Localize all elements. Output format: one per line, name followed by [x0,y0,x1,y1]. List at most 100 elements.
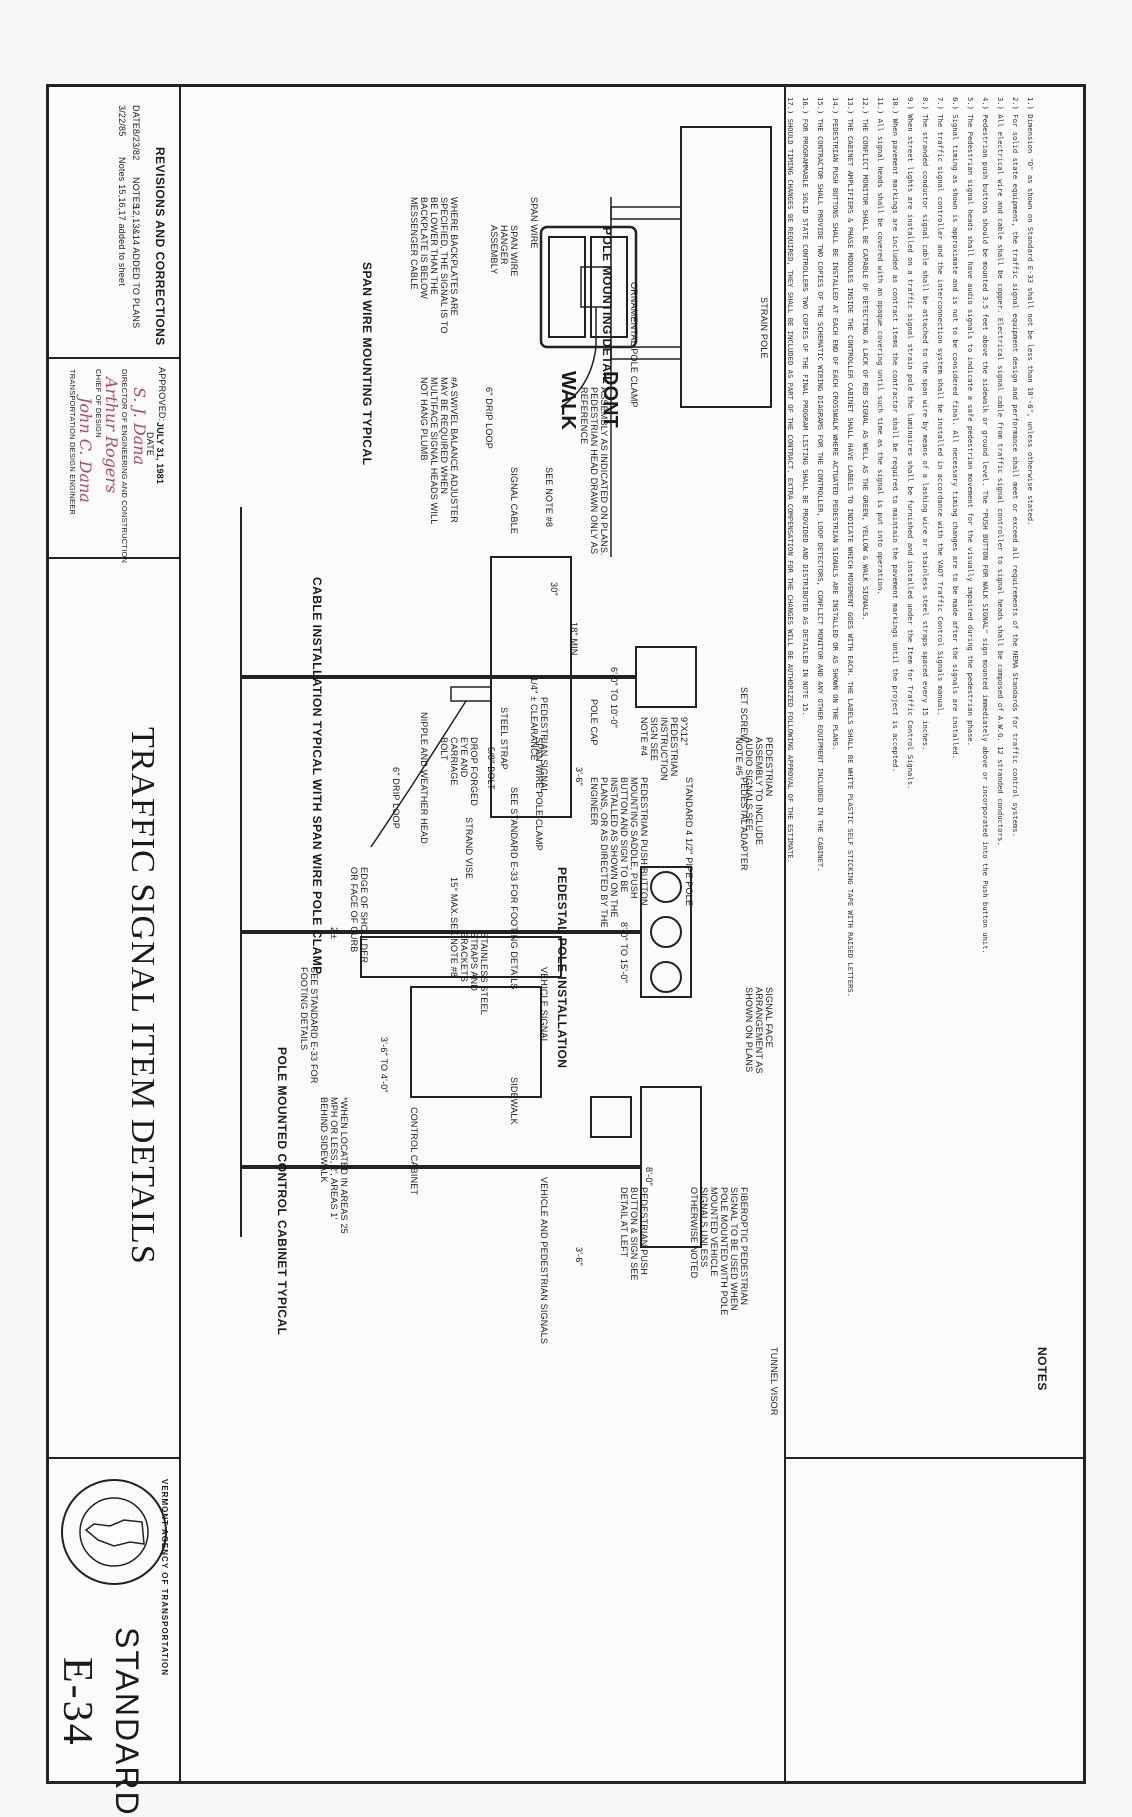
cabinet-footing-label: SEE STANDARD E-33 FOR FOOTING DETAILS [299,967,319,1084]
pole-cap-label: POLE CAP [589,699,599,746]
instr-sign-label: 9"X12" PEDESTRIAN INSTRUCTION SIGN SEE N… [639,717,689,781]
signature-2-title: CHIEF OF DESIGN [94,369,103,438]
pole-mounting-detail [539,126,772,408]
pedestal-pole-caption: PEDESTAL POLE INSTALLATION [555,867,569,1069]
drawing-area [240,126,772,1248]
drop-forged-label: DROP FORGED EYE AND CARRIAGE BOLT [439,737,479,807]
signature-3-title: TRANSPORTATION DESIGN ENGINEER [68,369,77,516]
strain-pole-label: STRAIN POLE [759,297,769,359]
strand-line [370,700,467,848]
push-detail-label: PEDESTRIAN PUSH BUTTON & SIGN SEE DETAIL… [619,1187,649,1281]
sidewalk-label: SIDEWALK [509,1077,519,1125]
approved-label: APPROVED: [157,367,167,422]
strain-pole-shape [680,126,772,408]
note-item: 4.) Pedestrian push buttons should be mo… [981,97,990,954]
swivel-note: #A SWIVEL BALANCE ADJUSTER MAY BE REQUIR… [419,377,459,525]
dim-34-label: 3'-6" TO 4'-0" [379,1037,389,1093]
approval-date: JULY 31, 1981 [155,422,165,485]
ped-head-housing [539,225,638,349]
pole-clamp [450,686,492,702]
note-item: 7.) The traffic signal controller and th… [936,97,945,716]
note-item: 11.) All signal heads shall be covered w… [876,97,885,595]
dim-2-label: 2'± [329,927,339,940]
note-item: 1.) Dimension "D" as shown on Standard E… [1026,97,1035,526]
signature-1: S. J. Dana [130,387,149,466]
span-wire-caption: SPAN WIRE MOUNTING TYPICAL [360,262,374,466]
dont-sign-box [590,236,628,338]
signature-1-title: DIRECTOR OF ENGINEERING AND CONSTRUCTION [120,369,129,564]
veh-ped-label: VEHICLE AND PEDESTRIAN SIGNALS [539,1177,549,1345]
note-item: 13.) THE CABINET AMPLIFIERS & PHASE MODU… [846,97,855,998]
notes-divider [784,87,786,1781]
note-item: 9.) When street lights are installed on … [906,97,915,790]
footing-label: SEE STANDARD E-33 FOR FOOTING DETAILS [509,787,519,990]
signal-lens-red [650,871,682,903]
rev-approval-divider [49,357,179,359]
walk-sign: WALK [557,371,579,430]
control-cabinet-detail [360,936,562,1098]
signal-lens-green [650,961,682,993]
cable-see-note-label: SEE NOTE #8 [449,917,459,978]
signal-lens-yellow [650,916,682,948]
note-item: 16.) FOR PROGRAMMABLE SOLID STATE CONTRO… [801,97,810,716]
set-screw-label: SET SCREW [739,687,749,743]
dim-d-label: 3'-6" [574,767,584,786]
see-note-8-label: SEE NOTE #8 [544,467,554,528]
signal-cable-path [560,307,597,408]
ped-walk-signal [590,1096,632,1138]
pole-clamp-arm-2 [610,346,682,360]
stainless-label: STAINLESS STEEL STRAPS AND BRACKETS [459,932,489,1015]
push-button-label: PEDESTRIAN PUSH BUTTON MOUNTING SADDLE, … [589,777,649,928]
drip-loop-label: 6" DRIP LOOP [484,387,494,449]
note-item: 6.) Signal timing as shown is approximat… [951,97,960,760]
note-item: 2.) For solid state equipment, the traff… [1011,97,1020,837]
revision-row-2-note: Notes 15,16,17 added to sheet [117,157,127,286]
revisions-heading: REVISIONS AND CORRECTIONS [153,147,167,346]
sheet-title: TRAFFIC SIGNAL ITEM DETAILS [124,727,161,1265]
cable-drip-loop-label: 6" DRIP LOOP [391,767,401,829]
vermont-agency-logo [61,1479,167,1585]
cabinet-pole [360,936,562,978]
cabinet-caption: POLE MOUNTED CONTROL CABINET TYPICAL [275,1047,289,1336]
agency-name: VERMONT AGENCY OF TRANSPORTATION [160,1479,169,1677]
strand-vise-label: STRAND VISE [464,817,474,880]
bolt-label: 5/8" BOLT [486,747,496,790]
nipple-label: NIPPLE AND WEATHER HEAD [419,712,429,844]
drawing-sheet: REVISIONS AND CORRECTIONS DATE 8/23/82 N… [46,84,1086,1817]
max-angle-label: 15° MAX. [449,877,459,917]
note-item: 10.) When pavement markings are included… [891,97,900,773]
ped-signal-label: PEDESTRIAN SIGNAL [539,697,549,794]
left-band-divider [179,87,181,1781]
vehicle-signal-label: VEHICLE SIGNAL [539,967,549,1044]
revision-row-1-date: 8/23/82 [131,129,141,161]
cable-installation-detail [370,556,572,848]
revision-date-label: DATE [131,105,141,130]
dim-a-label: 6'-0" TO 10'-0" [609,667,619,729]
title-block-divider [784,1457,1086,1459]
dim-18-label: 18" MIN. [569,622,579,659]
note-item: 3.) All electrical wire and cable shall … [996,97,1005,846]
note-item: 15.) THE CONTRACTOR SHALL PROVIDE TWO CO… [816,97,825,872]
note-item: 12.) THE CONFLICT MONITOR SHALL BE CAPAB… [861,97,870,621]
pole-clamp-arm-1 [610,206,682,220]
control-cabinet-label: CONTROL CABINET [409,1107,419,1196]
note-item: 8.) The stranded conductor signal cable … [921,97,930,751]
control-cabinet-box [410,986,542,1098]
hanger-label: SPAN WIRE HANGER ASSEMBLY [489,225,519,277]
face-arrangement-label: SIGNAL FACE ARRANGEMENT AS SHOWN ON PLAN… [744,987,774,1074]
pedestal-pole-installation [240,507,702,1248]
dont-sign: DONT [599,371,621,428]
cabinet-note: *WHEN LOCATED IN AREAS 25 MPH OR LESS, 2… [319,1097,349,1234]
pole-mounting-caption: POLE MOUNTING DETAIL [600,227,614,385]
ped-assembly-label: PEDESTRIAN ASSEMBLY TO INCLUDE AUDIO SIG… [734,737,774,846]
walk-sign-box [548,236,586,338]
standard-label: STANDARD [109,1627,145,1817]
note-item: 5.) The Pedestrian signal heads shall ha… [966,97,975,747]
tunnel-visor-label: TUNNEL VISOR [769,1347,779,1416]
span-wire-detail [560,197,612,557]
dim-e-label: 3'-6" [574,1247,584,1266]
dim-b-label: 8'-0" TO 15'-0" [619,922,629,984]
dim-30-label: 30" [549,582,559,596]
logo-divider [49,1457,179,1459]
revision-row-2-date: 3/22/85 [117,105,127,137]
